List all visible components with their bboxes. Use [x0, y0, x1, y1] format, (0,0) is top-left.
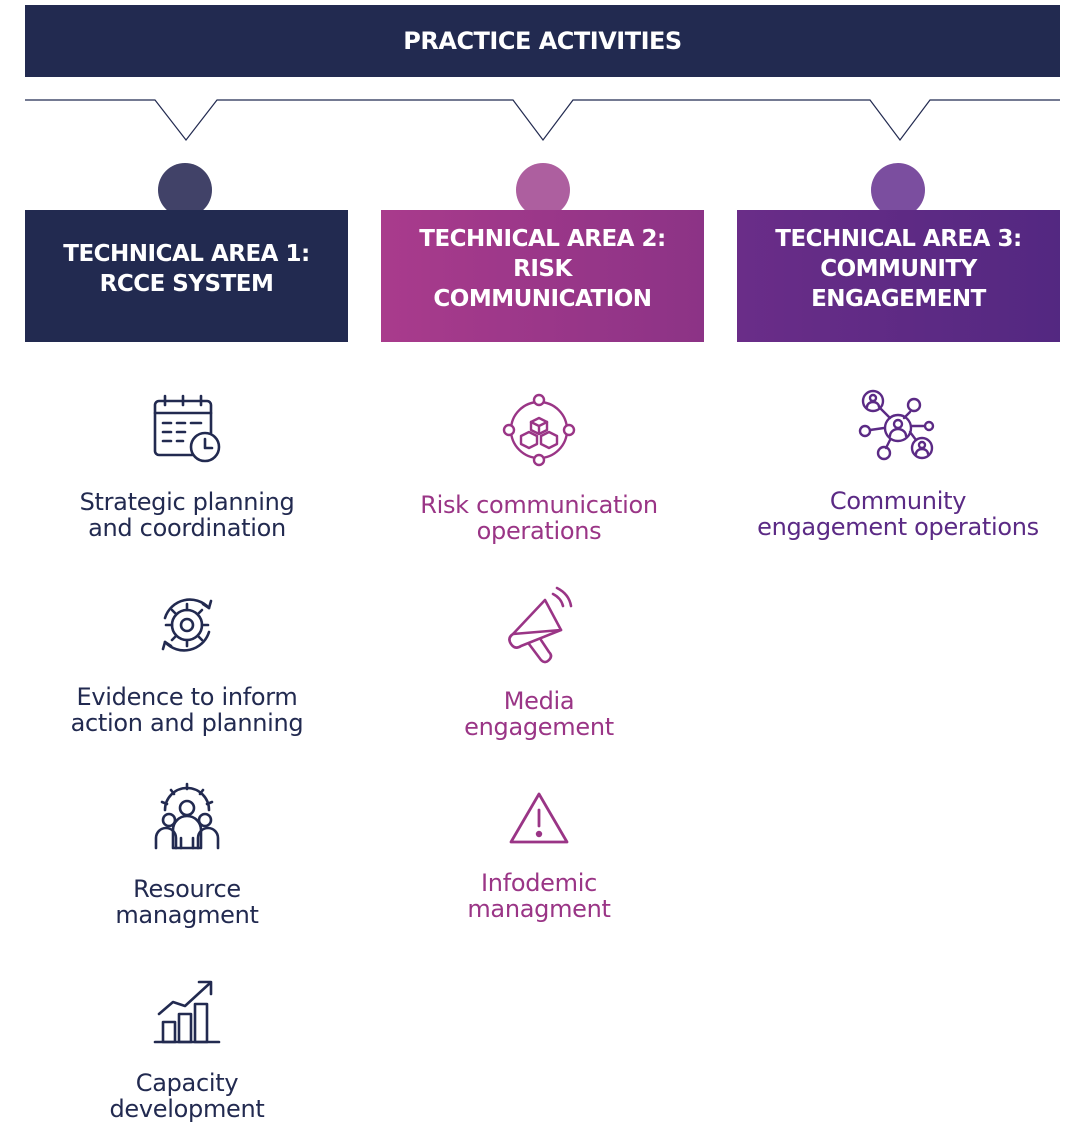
- banner-title: PRACTICE ACTIVITIES: [403, 27, 682, 55]
- activity-capacity: Capacity development: [27, 976, 347, 1122]
- technical-area-2-heading: TECHNICAL AREA 2: RISK COMMUNICATION: [419, 226, 666, 312]
- activity-infodemic: Infodemic managment: [379, 790, 699, 922]
- area-1-dot: [158, 163, 212, 217]
- activity-label: Strategic planning and coordination: [79, 488, 295, 542]
- practice-activities-banner: PRACTICE ACTIVITIES: [25, 5, 1060, 77]
- activity-label: Community engagement operations: [757, 487, 1039, 541]
- technical-area-1-heading: TECHNICAL AREA 1: RCCE SYSTEM: [63, 241, 310, 297]
- technical-area-1-box: TECHNICAL AREA 1: RCCE SYSTEM: [25, 210, 348, 342]
- activity-label: Resource managment: [115, 875, 259, 929]
- activity-label: Infodemic managment: [467, 869, 611, 923]
- activity-label: Capacity development: [109, 1069, 265, 1123]
- activity-label: Media engagement: [464, 687, 614, 741]
- chevron-connector: [25, 99, 1060, 141]
- activity-label: Risk communication operations: [420, 491, 658, 545]
- network-cubes-icon: [502, 393, 576, 467]
- growth-chart-icon: [153, 980, 221, 1044]
- activity-evidence: Evidence to inform action and planning: [27, 590, 347, 736]
- activity-resource: Resource managment: [27, 780, 347, 928]
- technical-area-2-box: TECHNICAL AREA 2: RISK COMMUNICATION: [381, 210, 704, 342]
- activity-label: Evidence to inform action and planning: [70, 683, 304, 737]
- area-2-dot: [516, 163, 570, 217]
- technical-area-3-box: TECHNICAL AREA 3: COMMUNITY ENGAGEMENT: [737, 210, 1060, 342]
- team-gear-icon: [154, 782, 220, 850]
- calendar-clock-icon: [153, 394, 221, 463]
- activity-community-engagement: Community engagement operations: [738, 388, 1058, 540]
- activity-media-engagement: Media engagement: [379, 586, 699, 740]
- warning-icon: [509, 792, 569, 844]
- people-network-icon: [858, 389, 935, 461]
- activity-risk-communication: Risk communication operations: [379, 392, 699, 544]
- technical-area-3-heading: TECHNICAL AREA 3: COMMUNITY ENGAGEMENT: [775, 226, 1022, 312]
- area-3-dot: [871, 163, 925, 217]
- megaphone-icon: [508, 586, 573, 664]
- activity-strategic-planning: Strategic planning and coordination: [27, 393, 347, 541]
- gear-cycle-icon: [161, 598, 213, 652]
